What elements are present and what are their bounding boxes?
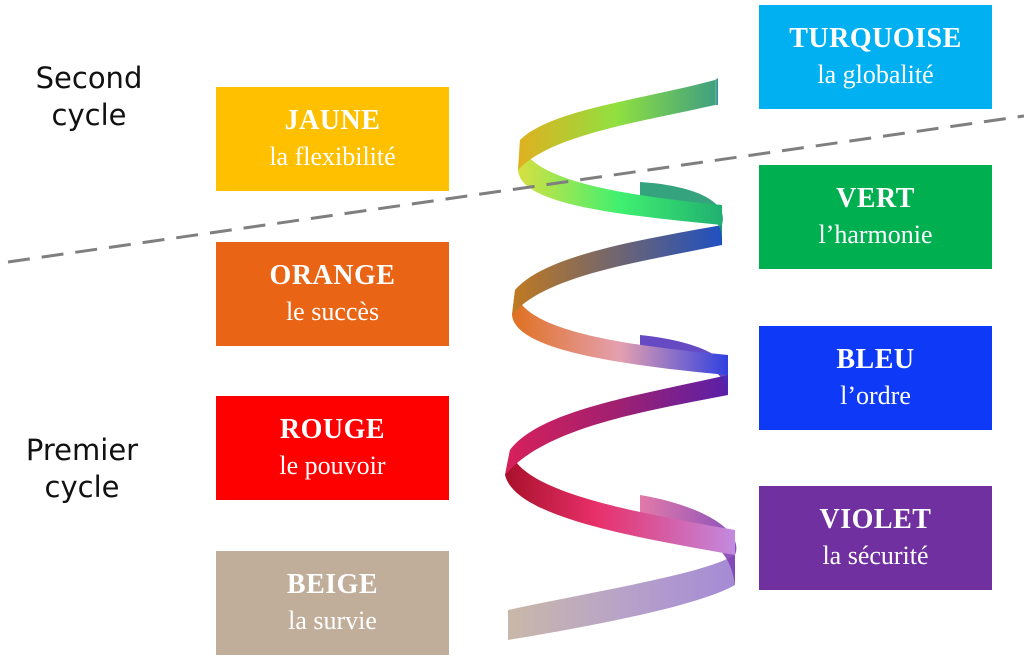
stage-jaune-value: la flexibilité bbox=[269, 142, 396, 171]
stage-orange: ORANGE le succès bbox=[216, 242, 449, 346]
stage-rouge-name: ROUGE bbox=[279, 414, 386, 445]
stage-turquoise-value: la globalité bbox=[817, 60, 934, 89]
first-cycle-line2: cycle bbox=[44, 470, 120, 504]
stage-vert: VERT l’harmonie bbox=[759, 165, 992, 269]
stage-turquoise: TURQUOISE la globalité bbox=[759, 5, 992, 109]
stage-orange-value: le succès bbox=[285, 297, 380, 326]
second-cycle-line1: Second bbox=[35, 61, 143, 95]
stage-bleu: BLEU l’ordre bbox=[759, 326, 992, 430]
stage-violet-value: la sécurité bbox=[822, 541, 929, 570]
stage-violet-name: VIOLET bbox=[819, 504, 932, 535]
stage-turquoise-name: TURQUOISE bbox=[789, 23, 962, 54]
first-cycle-line1: Premier bbox=[25, 433, 139, 467]
stage-rouge: ROUGE le pouvoir bbox=[216, 396, 449, 500]
stage-orange-name: ORANGE bbox=[269, 260, 396, 291]
stage-beige-name: BEIGE bbox=[286, 569, 379, 600]
cycle-divider bbox=[7, 114, 1024, 264]
stage-bleu-name: BLEU bbox=[836, 344, 915, 375]
stage-bleu-value: l’ordre bbox=[840, 381, 911, 410]
stage-beige: BEIGE la survie bbox=[216, 551, 449, 655]
first-cycle-label: Premier cycle bbox=[7, 432, 157, 506]
stage-beige-value: la survie bbox=[288, 606, 377, 635]
stage-jaune: JAUNE la flexibilité bbox=[216, 87, 449, 191]
stage-jaune-name: JAUNE bbox=[284, 105, 381, 136]
spiral-ribbon bbox=[505, 78, 737, 640]
second-cycle-label: Second cycle bbox=[14, 60, 164, 134]
stage-violet: VIOLET la sécurité bbox=[759, 486, 992, 590]
second-cycle-line2: cycle bbox=[51, 98, 127, 132]
stage-vert-value: l’harmonie bbox=[818, 220, 933, 249]
stage-vert-name: VERT bbox=[836, 183, 915, 214]
stage-rouge-value: le pouvoir bbox=[279, 451, 386, 480]
